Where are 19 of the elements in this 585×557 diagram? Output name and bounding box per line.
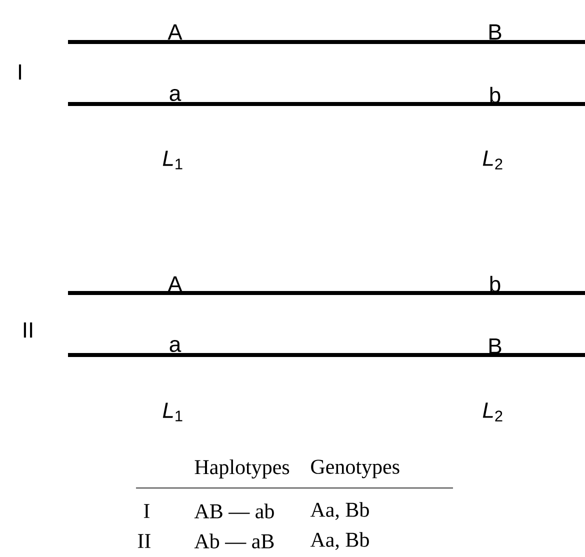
allele-label: A — [168, 24, 182, 40]
case-label: I — [18, 64, 22, 80]
locus-label: L$_{1}$ — [162, 402, 182, 422]
table-cell: II — [138, 534, 150, 548]
table-cell: Ab — aB — [194, 534, 274, 548]
locus-label: L$_{2}$ — [482, 150, 502, 170]
locus-label: L$_{1}$ — [162, 150, 182, 170]
table-cell: I — [144, 504, 150, 518]
case-label: II — [24, 322, 32, 338]
allele-label: a — [170, 88, 182, 102]
table-cell: Aa, Bb — [310, 532, 369, 550]
table-cell: Aa, Bb — [310, 502, 369, 520]
allele-label: A — [168, 276, 182, 292]
table-cell: AB — ab — [194, 504, 274, 518]
allele-label: a — [170, 340, 182, 352]
allele-label: B — [489, 24, 502, 40]
locus-label: L$_{2}$ — [482, 402, 502, 422]
table-header: Haplotypes — [194, 459, 290, 479]
table-header: Genotypes — [311, 460, 400, 478]
